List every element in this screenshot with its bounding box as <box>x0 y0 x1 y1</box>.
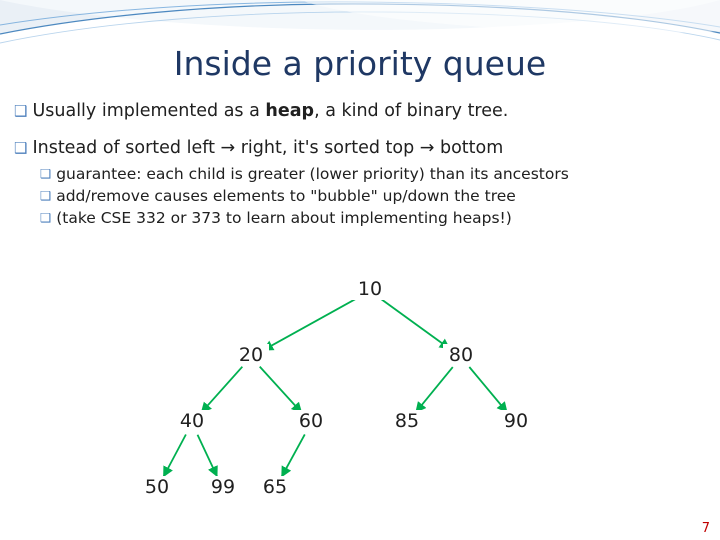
sub-bullet-marker-icon: ❑ <box>40 188 52 204</box>
bullet-text-1-post: , a kind of binary tree. <box>314 101 509 121</box>
tree-node-65: 65 <box>257 476 293 498</box>
bullet-text-1-bold: heap <box>265 101 315 121</box>
bullet-item-1: ❑ Usually implemented as a heap, a kind … <box>14 100 714 124</box>
tree-node-50: 50 <box>139 476 175 498</box>
heap-tree-diagram: 10 20 80 40 60 85 90 50 99 65 <box>0 262 720 512</box>
tree-node-85: 85 <box>389 410 425 432</box>
tree-edge <box>415 366 454 413</box>
tree-node-60: 60 <box>293 410 329 432</box>
sub-bullet-marker-icon: ❑ <box>40 166 52 182</box>
bullet-spacer <box>14 128 714 137</box>
bullet-text-1: Usually implemented as a heap, a kind of… <box>32 100 508 124</box>
tree-edge <box>262 296 360 351</box>
bullet-text-2: Instead of sorted left → right, it's sor… <box>32 137 504 158</box>
tree-edge <box>379 297 451 350</box>
tree-node-80: 80 <box>443 344 479 366</box>
tree-node-10: 10 <box>352 278 388 300</box>
tree-edge <box>280 433 306 478</box>
tree-edge <box>196 434 218 478</box>
bullet-list: ❑ Usually implemented as a heap, a kind … <box>14 100 714 230</box>
bullet-marker-icon: ❑ <box>14 102 28 120</box>
tree-node-90: 90 <box>498 410 534 432</box>
bullet-item-4: ❑ add/remove causes elements to "bubble"… <box>40 186 714 207</box>
tree-edge <box>162 434 187 478</box>
tree-edges <box>162 296 508 478</box>
bullet-text-1-pre: Usually implemented as a <box>32 101 266 121</box>
tree-node-40: 40 <box>174 410 210 432</box>
bullet-text-4: add/remove causes elements to "bubble" u… <box>56 187 516 206</box>
bullet-marker-icon: ❑ <box>14 138 28 157</box>
tree-node-20: 20 <box>233 344 269 366</box>
tree-node-99: 99 <box>205 476 241 498</box>
page-number: 7 <box>701 521 710 536</box>
bullet-text-3: guarantee: each child is greater (lower … <box>56 165 569 184</box>
tree-edge <box>468 366 508 413</box>
bullet-item-2: ❑ Instead of sorted left → right, it's s… <box>14 137 714 161</box>
bullet-item-5: ❑ (take CSE 332 or 373 to learn about im… <box>40 208 714 229</box>
page-title: Inside a priority queue <box>173 44 547 83</box>
bullet-text-5: (take CSE 332 or 373 to learn about impl… <box>56 209 512 228</box>
sub-bullet-marker-icon: ❑ <box>40 210 52 226</box>
tree-edge <box>259 366 303 414</box>
bullet-item-3: ❑ guarantee: each child is greater (lowe… <box>40 164 714 185</box>
tree-edge <box>200 366 244 414</box>
